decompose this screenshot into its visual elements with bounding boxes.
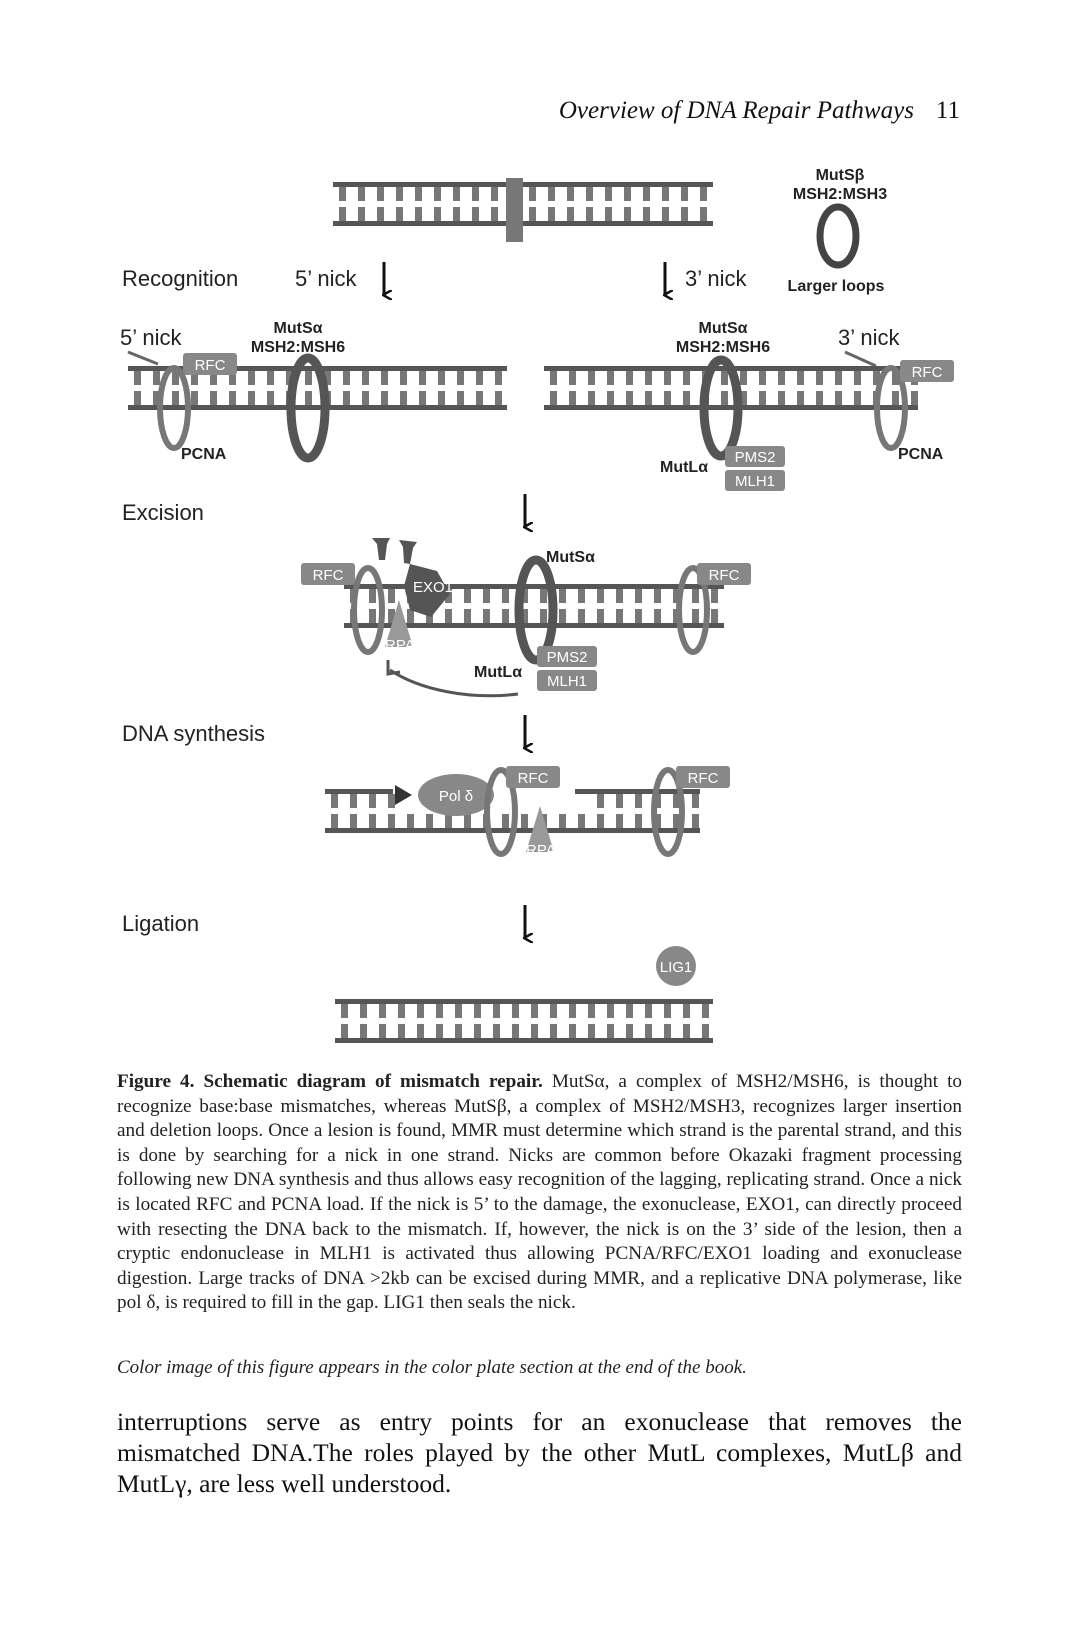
stage-excision: Excision (122, 500, 204, 525)
left-msh2-msh6-label: MSH2:MSH6 (251, 339, 345, 356)
left-nick-pointer (127, 350, 159, 366)
right-rfc-box (900, 360, 954, 382)
right-3-nick-label: 3’ nick (838, 325, 901, 350)
left-mutsa-label: MutSα (274, 320, 323, 337)
larger-loops-label: Larger loops (788, 278, 885, 295)
excised-nucleotides (372, 538, 417, 564)
running-head: Overview of DNA Repair Pathways 11 (0, 97, 960, 125)
mismatch-repair-figure: Recognition Excision DNA synthesis Ligat… (120, 167, 954, 1043)
stage-ligation: Ligation (122, 911, 199, 936)
mutsb-label: MutSβ (816, 167, 865, 184)
excision-pcna-right (676, 565, 710, 655)
excision-pcna-left (351, 565, 385, 655)
figure-caption: Figure 4. Schematic diagram of mismatch … (117, 1070, 962, 1316)
synthesis-strand-arrow (395, 785, 412, 805)
excision-mutsa-clamp (514, 555, 558, 665)
figure-caption-label: Figure 4. Schematic diagram of mismatch … (117, 1071, 543, 1092)
mutsb-clamp (816, 203, 860, 269)
pol-delta-label: Pol δ (439, 788, 473, 805)
excision-rfc-left-box (301, 563, 355, 585)
synthesis-rpa-shape (526, 806, 554, 852)
running-head-title: Overview of DNA Repair Pathways (558, 97, 914, 124)
synthesis-rfc-left-box (506, 766, 560, 788)
left-mutsa-clamp (286, 353, 330, 463)
excision-rpa-shape (385, 600, 413, 647)
ligation-dna (335, 999, 713, 1043)
excision-curved-arrow (389, 668, 519, 698)
excision-rfc-right-box (697, 563, 751, 585)
excision-rfc-right-label: RFC (709, 567, 740, 584)
lig1-label: LIG1 (660, 959, 693, 976)
synthesis-rpa-label: RPA (526, 842, 556, 859)
left-rfc-label: RFC (195, 357, 226, 374)
color-plate-note: Color image of this figure appears in th… (117, 1357, 747, 1378)
exo1-label: EXO1 (413, 579, 453, 596)
right-mutla-label: MutLα (660, 459, 708, 476)
right-msh2-msh6-label: MSH2:MSH6 (676, 339, 770, 356)
nick-5-label: 5’ nick (295, 266, 358, 291)
left-pcna-label: PCNA (181, 446, 227, 463)
excision-curved-arrowhead (386, 660, 401, 676)
excision-mlh1-box (537, 670, 597, 691)
pol-delta-shape (418, 774, 494, 816)
page-number: 11 (935, 97, 960, 124)
body-paragraph: interruptions serve as entry points for … (117, 1407, 962, 1498)
left-5-nick-label: 5’ nick (120, 325, 183, 350)
right-mutsa-clamp (699, 355, 743, 461)
right-pms2-label: PMS2 (735, 449, 776, 466)
mismatch-marker (506, 178, 523, 242)
synthesis-rfc-left-label: RFC (518, 770, 549, 787)
synthesis-rfc-right-box (676, 766, 730, 788)
exo1-shape (404, 564, 450, 617)
excision-pms2-label: PMS2 (547, 649, 588, 666)
right-nick-pointer (844, 350, 877, 368)
excision-rfc-left-label: RFC (313, 567, 344, 584)
msh2-msh3-label: MSH2:MSH3 (793, 186, 887, 203)
left-pcna-clamp (157, 365, 191, 451)
stage-recognition: Recognition (122, 266, 238, 291)
excision-mlh1-label: MLH1 (547, 673, 587, 690)
right-pcna-label: PCNA (898, 446, 944, 463)
left-rfc-box (183, 353, 237, 375)
right-mutsa-label: MutSα (699, 320, 748, 337)
excision-rpa-label: RPA (385, 637, 415, 654)
right-pcna-clamp (874, 365, 908, 451)
nick-3-label: 3’ nick (685, 266, 748, 291)
lig1-shape (656, 946, 696, 986)
excision-pms2-box (537, 646, 597, 667)
left-recognition-dna (128, 366, 507, 410)
stage-dna-synthesis: DNA synthesis (122, 721, 265, 746)
excision-mutsa-label: MutSα (546, 549, 595, 566)
figure-caption-text: MutSα, a complex of MSH2/MSH6, is though… (117, 1071, 963, 1314)
right-rfc-label: RFC (912, 364, 943, 381)
right-mlh1-label: MLH1 (735, 473, 775, 490)
right-mlh1-box (725, 470, 785, 491)
right-pms2-box (725, 446, 785, 467)
synthesis-rfc-right-label: RFC (688, 770, 719, 787)
synthesis-pcna-right (651, 767, 685, 857)
synthesis-pcna-left (484, 767, 518, 857)
excision-mutla-label: MutLα (474, 664, 522, 681)
